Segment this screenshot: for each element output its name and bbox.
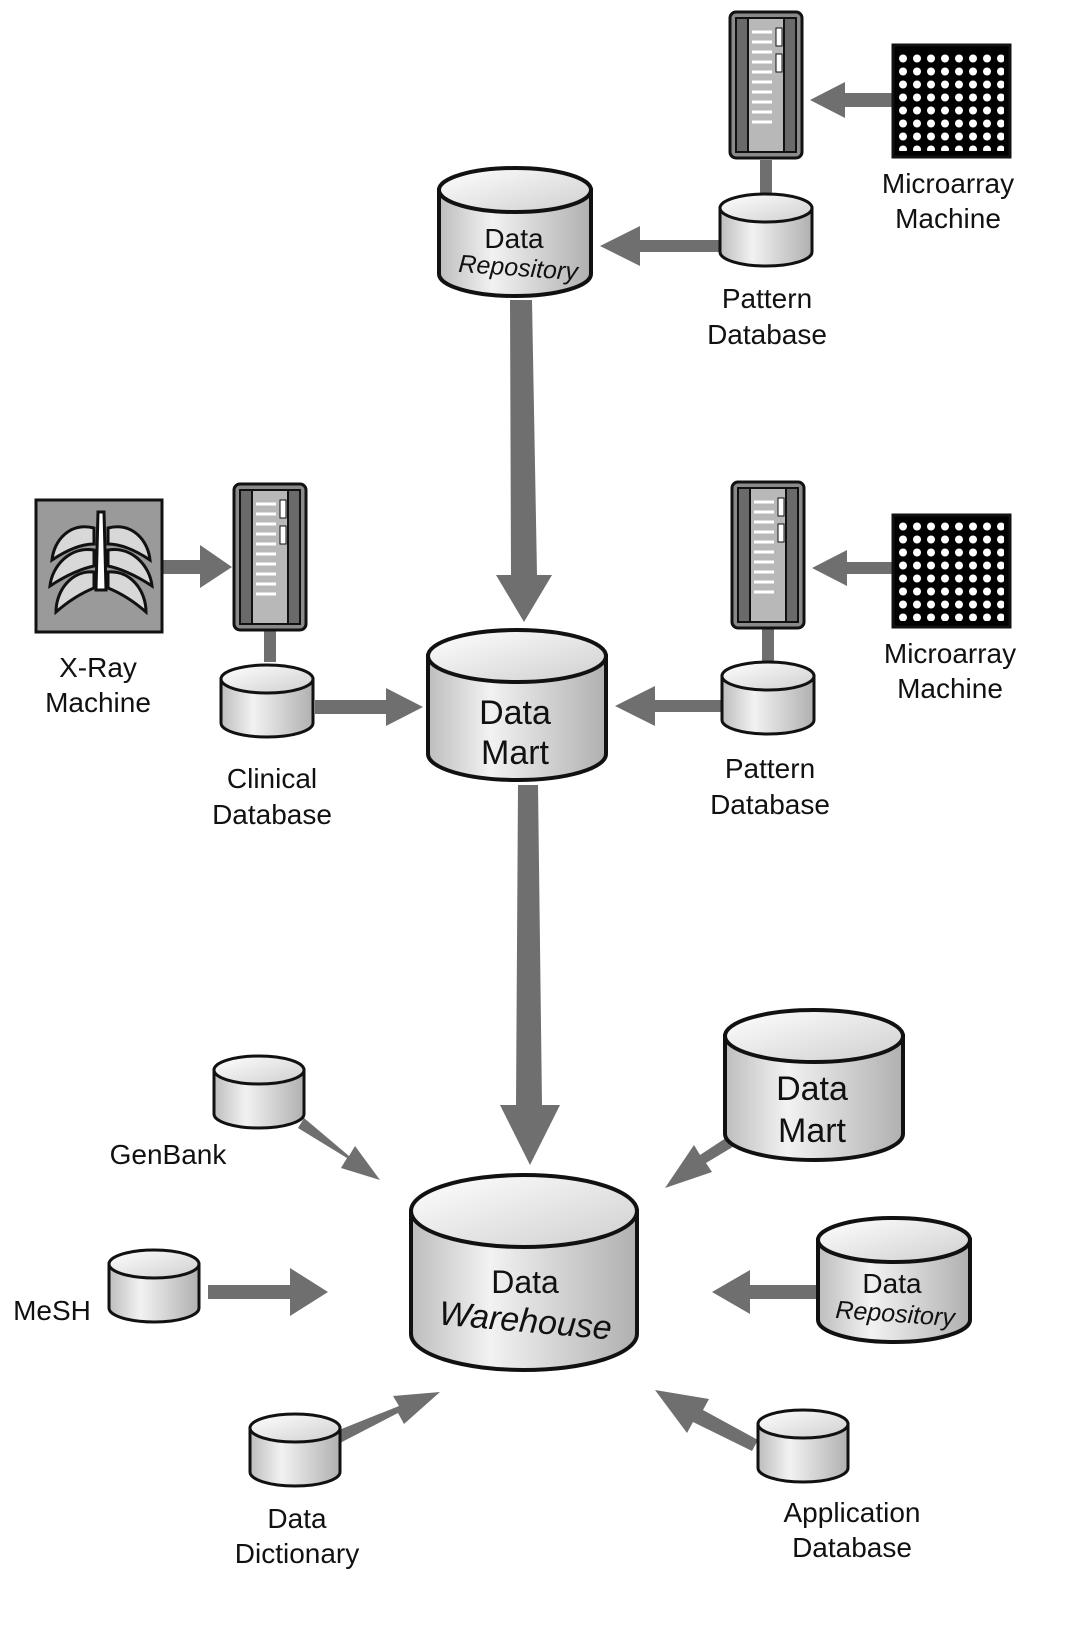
cylinders: [107, 166, 972, 1488]
data-mart-right-cylinder: [723, 1008, 905, 1162]
clinical-database-cylinder: [219, 663, 315, 739]
genbank-label: GenBank: [110, 1139, 228, 1170]
mart-center-label-1: Data: [479, 694, 551, 732]
arrow-mart-to-warehouse: [500, 785, 560, 1165]
pattern-database-mid-cylinder: [720, 660, 816, 736]
data-warehouse-cylinder: [409, 1173, 639, 1372]
pattern-mid-label-2: Database: [710, 789, 830, 820]
arrow-clinical-to-mart: [315, 688, 423, 726]
arrows: [162, 82, 892, 1451]
data-repository-top-cylinder: [437, 166, 593, 298]
data-mart-center-cylinder: [426, 628, 608, 782]
arrow-xray-to-server: [162, 545, 232, 588]
labels: Microarray Machine Pattern Database X-Ra…: [13, 168, 1016, 1569]
arrow-mesh-to-warehouse: [208, 1268, 328, 1316]
pattern-database-top-cylinder: [718, 192, 814, 268]
microarray-grid-icon: [891, 43, 1012, 159]
mesh-label: MeSH: [13, 1295, 91, 1326]
server-tower-icon: [730, 480, 806, 630]
server-tower-icon: [728, 10, 804, 160]
microarray-top-label-1: Microarray: [882, 168, 1014, 199]
application-database-cylinder: [756, 1408, 850, 1484]
microarray-top-label-2: Machine: [895, 203, 1001, 234]
mart-right-label-1: Data: [776, 1070, 848, 1108]
connector-server-pattern-mid: [762, 628, 774, 662]
arrow-repository-to-mart: [496, 300, 552, 622]
pattern-top-label-1: Pattern: [722, 283, 812, 314]
arrow-microarray-to-server-top: [810, 82, 892, 118]
warehouse-label-1: Data: [491, 1264, 559, 1300]
xray-chest-icon: [34, 498, 164, 634]
server-tower-icon: [232, 482, 308, 632]
clinical-label-2: Database: [212, 799, 332, 830]
application-label-2: Database: [792, 1532, 912, 1563]
arrow-microarray-to-server-mid: [812, 550, 892, 586]
repository-right-label-1: Data: [862, 1268, 922, 1299]
dictionary-label-1: Data: [267, 1503, 327, 1534]
arrow-mart-right-to-warehouse: [665, 1132, 741, 1188]
arrow-dictionary-to-warehouse: [334, 1392, 440, 1443]
data-dictionary-cylinder: [248, 1412, 342, 1488]
microarray-mid-label-1: Microarray: [884, 638, 1016, 669]
arrow-pattern-to-repository: [600, 226, 720, 266]
connector-server-pattern-top: [760, 160, 772, 196]
dictionary-label-2: Dictionary: [235, 1538, 359, 1569]
arrow-pattern-to-mart: [615, 686, 722, 726]
arrow-application-to-warehouse: [655, 1390, 758, 1451]
mart-center-label-2: Mart: [481, 734, 550, 772]
microarray-mid-label-2: Machine: [897, 673, 1003, 704]
mart-right-label-2: Mart: [778, 1112, 847, 1150]
clinical-label-1: Clinical: [227, 763, 317, 794]
pattern-mid-label-1: Pattern: [725, 753, 815, 784]
application-label-1: Application: [784, 1497, 921, 1528]
mesh-cylinder: [107, 1248, 201, 1324]
data-repository-right-cylinder: [816, 1216, 972, 1344]
xray-label-1: X-Ray: [59, 652, 137, 683]
genbank-cylinder: [212, 1054, 306, 1130]
pattern-top-label-2: Database: [707, 319, 827, 350]
xray-label-2: Machine: [45, 687, 151, 718]
repository-top-label-1: Data: [484, 223, 544, 254]
arrow-repository-right-to-warehouse: [712, 1270, 818, 1314]
arrow-genbank-to-warehouse: [298, 1118, 380, 1180]
connector-server-clinical: [264, 630, 276, 662]
microarray-grid-icon: [891, 513, 1012, 629]
